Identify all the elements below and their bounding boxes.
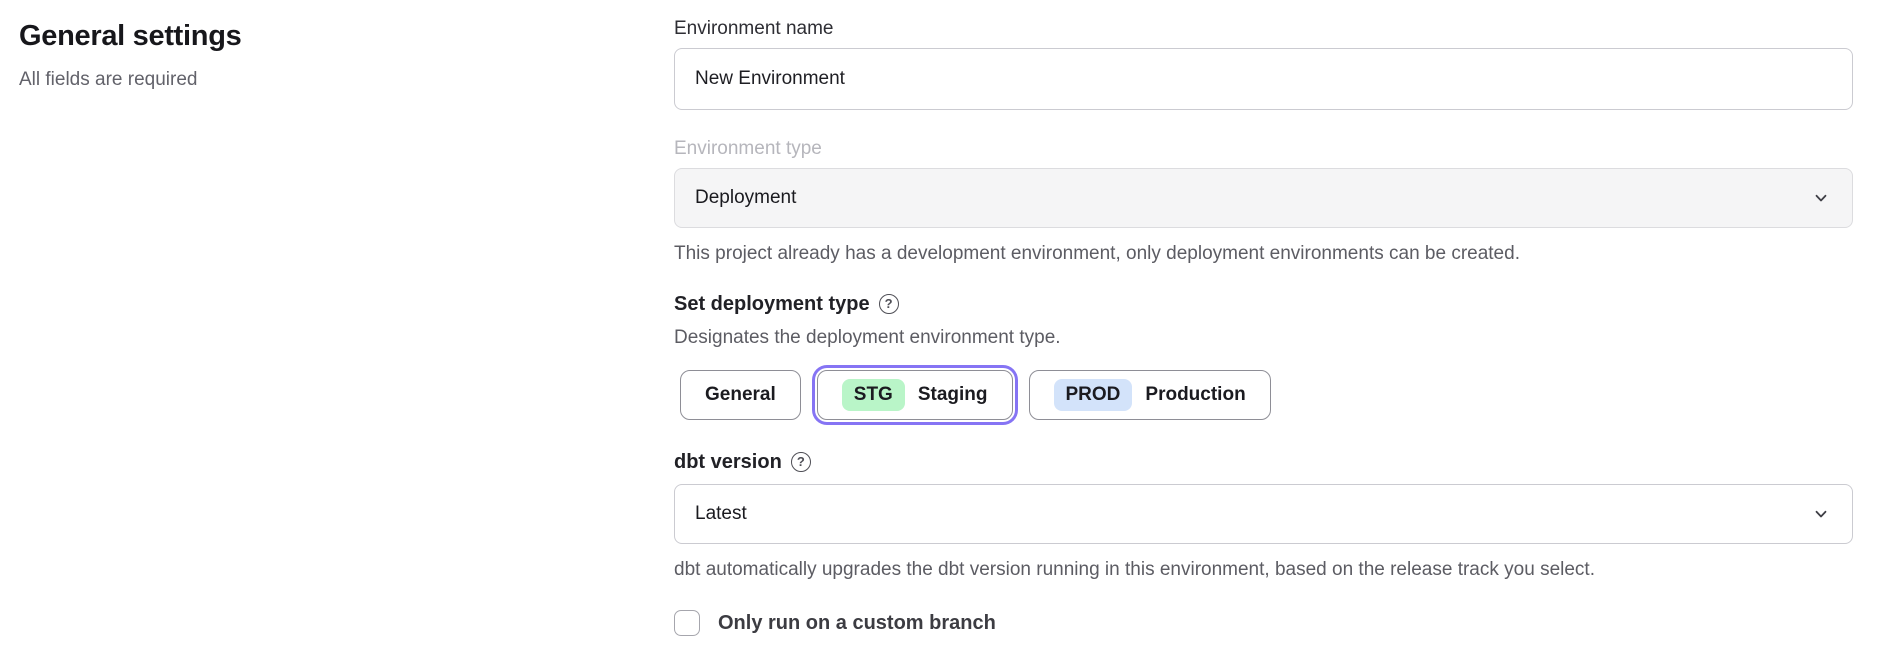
deployment-type-staging-button[interactable]: STG Staging [816,370,1013,420]
production-badge: PROD [1053,379,1133,411]
deployment-type-helper: Designates the deployment environment ty… [674,327,1061,348]
environment-type-value: Deployment [695,187,797,208]
dbt-version-value: Latest [695,503,747,524]
deployment-type-heading-text: Set deployment type [674,293,870,315]
dbt-version-helper: dbt automatically upgrades the dbt versi… [674,559,1595,580]
settings-intro: General settings All fields are required [19,20,539,91]
environment-settings-form: Environment name Environment type Deploy… [674,18,1853,636]
question-circle-icon[interactable]: ? [878,294,899,314]
custom-branch-label[interactable]: Only run on a custom branch [718,611,996,634]
environment-type-helper: This project already has a development e… [674,243,1520,264]
custom-branch-checkbox[interactable] [674,610,700,636]
deployment-type-general-label: General [705,384,776,405]
environment-name-input[interactable] [674,48,1853,110]
environment-name-label: Environment name [674,18,834,39]
deployment-type-production-label: Production [1145,384,1246,405]
dbt-version-heading-text: dbt version [674,451,782,473]
environment-type-select: Deployment [674,168,1853,228]
chevron-down-icon [1812,189,1830,207]
deployment-type-staging-label: Staging [917,384,988,405]
chevron-down-icon [1812,505,1830,523]
staging-badge: STG [841,379,905,411]
dbt-version-heading: dbt version ? [674,450,1853,474]
environment-type-label: Environment type [674,138,822,159]
deployment-type-general-button[interactable]: General [680,370,801,420]
dbt-version-select[interactable]: Latest [674,484,1853,544]
deployment-type-production-button[interactable]: PROD Production [1028,370,1271,420]
page-title: General settings [19,20,242,52]
deployment-type-heading: Set deployment type ? [674,292,1853,316]
page-subtitle: All fields are required [19,69,198,90]
custom-branch-row: Only run on a custom branch [674,610,1853,636]
deployment-type-options: General STG Staging PROD Production [674,364,1853,426]
question-circle-icon[interactable]: ? [790,452,811,472]
